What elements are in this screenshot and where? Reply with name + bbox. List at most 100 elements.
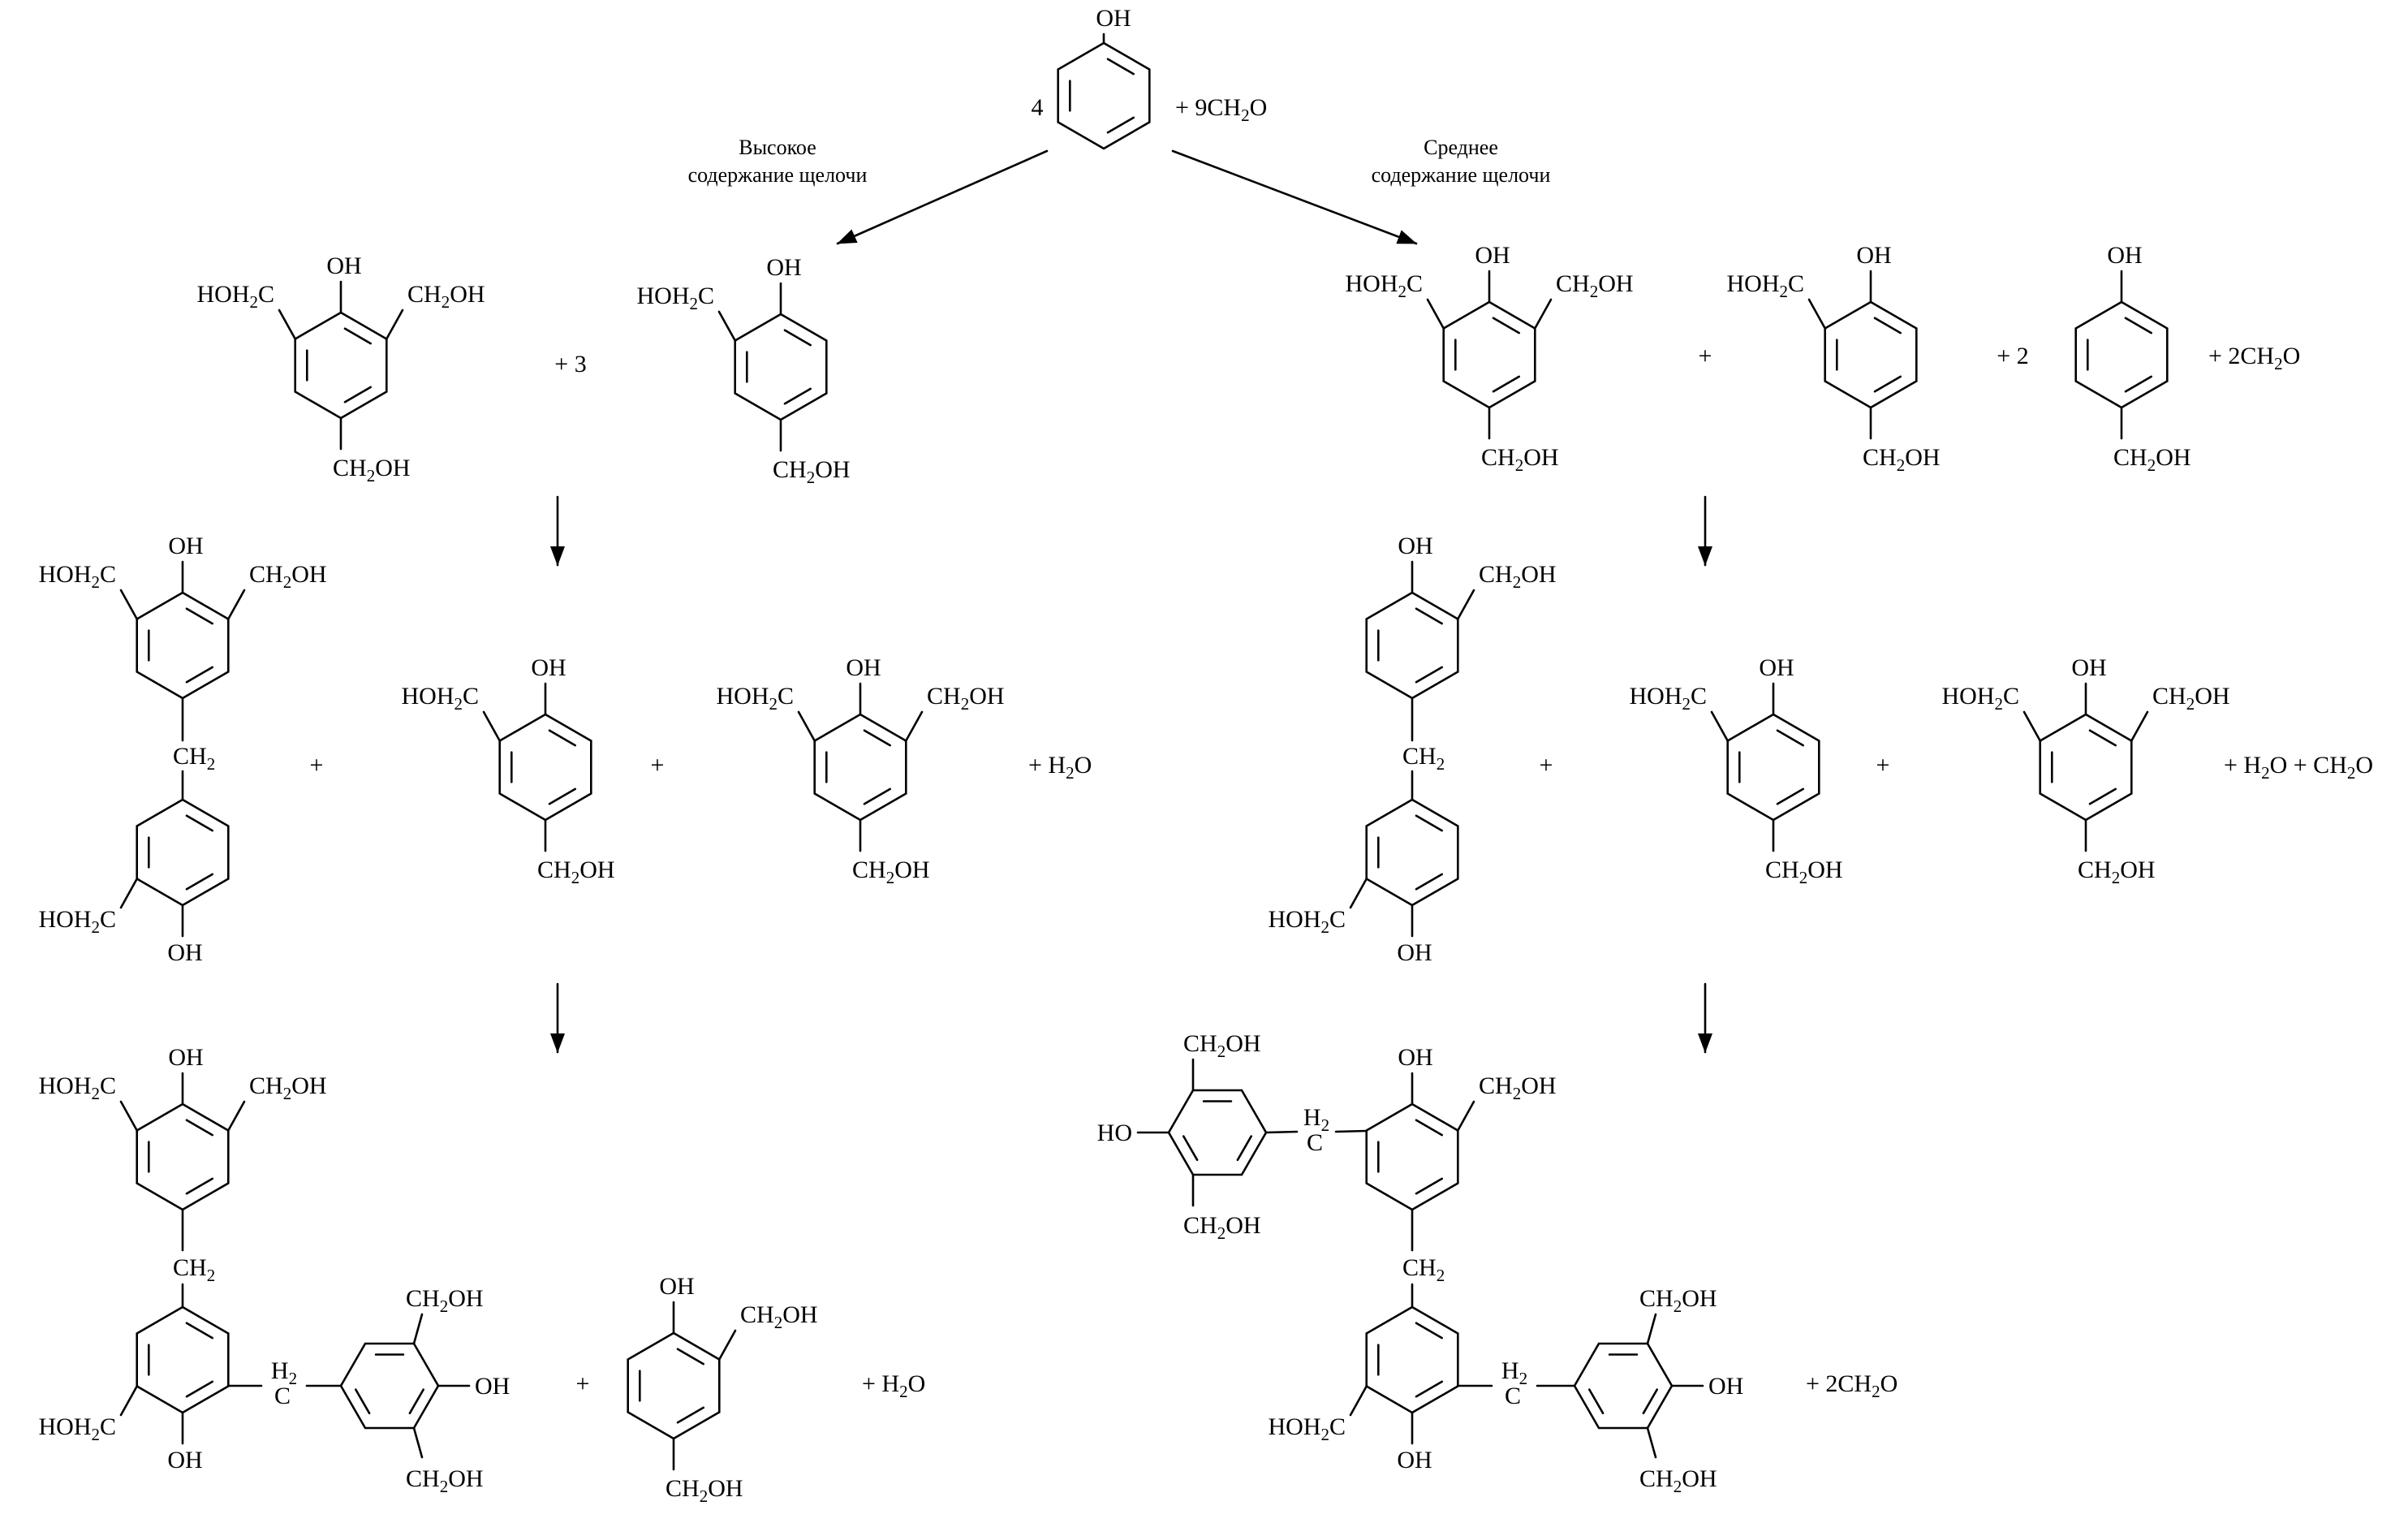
- bond: [717, 1329, 737, 1361]
- bond: [2022, 710, 2042, 743]
- methylol-label: HOH2C: [1941, 683, 2019, 714]
- methylol-label: HOH2C: [636, 283, 714, 313]
- bond: [1807, 298, 1827, 330]
- formaldehyde-term: + 2CH2O: [2208, 343, 2300, 373]
- benzene-ring: [734, 313, 828, 421]
- benzene-ring: [498, 713, 592, 822]
- benzene-ring: [2074, 300, 2169, 409]
- benzene-ring: [1442, 300, 1536, 409]
- bond: [717, 310, 737, 343]
- byproduct-water-formaldehyde: + H2O + CH2O: [2224, 752, 2373, 783]
- hydroxyl-label: OH: [167, 939, 202, 966]
- benzene-ring: [136, 798, 230, 907]
- byproduct-water: + H2O: [1028, 752, 1092, 783]
- double-bond-line: [408, 1388, 425, 1415]
- double-bond-line: [1415, 873, 1443, 891]
- plus-term: +: [576, 1370, 590, 1397]
- benzene-ring: [1365, 798, 1459, 907]
- double-bond-line: [1106, 116, 1135, 134]
- methylol-label: HOH2C: [401, 683, 479, 714]
- hydroxyl-label: OH: [2107, 242, 2142, 269]
- hydroxyl-label: OH: [326, 252, 361, 279]
- hydroxyl-label: OH: [475, 1373, 510, 1400]
- double-bond-line: [185, 1177, 214, 1195]
- benzene-ring: [2039, 713, 2133, 822]
- double-bond-line: [1776, 787, 1804, 805]
- double-bond-line: [185, 873, 214, 891]
- methylol-label: CH2OH: [666, 1475, 743, 1506]
- methylol-label: CH2OH: [1183, 1030, 1261, 1061]
- double-bond-line: [548, 729, 577, 747]
- hydroxyl-label: OH: [1759, 654, 1794, 681]
- benzene-ring: [1726, 713, 1820, 822]
- hydroxyl-label: OH: [1096, 5, 1131, 32]
- double-bond-line: [1492, 375, 1520, 393]
- benzene-ring: [136, 1102, 230, 1211]
- formaldehyde-term: + 2CH2O: [1806, 1370, 1898, 1401]
- bond: [797, 710, 816, 743]
- bond: [1456, 589, 1475, 621]
- double-bond-line: [185, 666, 214, 684]
- methylol-label: CH2OH: [1863, 444, 1941, 475]
- double-bond-line: [1415, 1322, 1443, 1340]
- bond: [482, 710, 502, 743]
- bond: [1349, 877, 1368, 909]
- double-bond-line: [185, 814, 214, 832]
- methylol-label: CH2OH: [927, 683, 1005, 714]
- benzene-ring: [1167, 1089, 1268, 1176]
- double-bond-line: [2124, 375, 2152, 393]
- hydroxyl-label: OH: [1398, 1044, 1432, 1071]
- double-bond-line: [354, 1388, 371, 1415]
- double-bond-line: [2088, 729, 2117, 747]
- bond: [412, 1426, 424, 1459]
- double-bond-line: [1106, 58, 1135, 76]
- methylol-label: CH2OH: [249, 1072, 327, 1103]
- hydroxyl-label: OH: [168, 1044, 203, 1071]
- double-bond-line: [1642, 1388, 1658, 1415]
- bond: [2130, 710, 2149, 743]
- double-bond-line: [783, 387, 812, 405]
- plus-term: +: [1876, 752, 1890, 779]
- plus-term: +: [651, 752, 665, 779]
- methylene-bridge-label: C: [1505, 1383, 1521, 1409]
- methylol-label: HOH2C: [1268, 1413, 1346, 1444]
- methylol-label: CH2OH: [1765, 856, 1843, 887]
- bond: [119, 1100, 139, 1133]
- double-bond-line: [1492, 317, 1520, 334]
- methylol-label: HOH2C: [1629, 683, 1707, 714]
- hydroxyl-label: OH: [531, 654, 566, 681]
- bond: [385, 308, 404, 341]
- reaction-arrow: [836, 149, 1049, 245]
- hydroxyl-label: OH: [2071, 654, 2106, 681]
- formaldehyde-term: + 9CH2O: [1175, 94, 1267, 125]
- methylol-label: CH2OH: [2078, 856, 2156, 887]
- reaction-arrow: [1171, 149, 1418, 245]
- bond: [1646, 1426, 1657, 1459]
- hydroxyl-label: OH: [846, 654, 881, 681]
- methylol-label: CH2OH: [407, 281, 485, 312]
- double-bond-line: [1873, 317, 1902, 334]
- bond: [119, 1384, 139, 1417]
- benzene-ring: [136, 591, 230, 700]
- plus-term: +: [310, 752, 324, 779]
- bond: [1334, 1129, 1368, 1133]
- hydroxyl-label: OH: [168, 533, 203, 559]
- bond: [412, 1313, 424, 1345]
- bond: [904, 710, 924, 743]
- methylol-label: HOH2C: [1268, 906, 1346, 937]
- methylol-label: HOH2C: [38, 1413, 116, 1444]
- bond: [1426, 298, 1445, 330]
- bond: [1710, 710, 1730, 743]
- benzene-ring: [1365, 591, 1459, 700]
- condition-medium-alkali-line1: Среднее: [1424, 136, 1498, 159]
- bond: [119, 589, 139, 621]
- double-bond-line: [1873, 375, 1902, 393]
- double-bond-line: [1415, 1177, 1443, 1195]
- condition-medium-alkali-line2: содержание щелочи: [1372, 163, 1551, 187]
- methylol-label: CH2OH: [1481, 444, 1559, 475]
- methylol-label: CH2OH: [406, 1465, 484, 1496]
- double-bond-line: [863, 729, 891, 747]
- double-bond-line: [863, 787, 891, 805]
- bond: [1533, 298, 1553, 330]
